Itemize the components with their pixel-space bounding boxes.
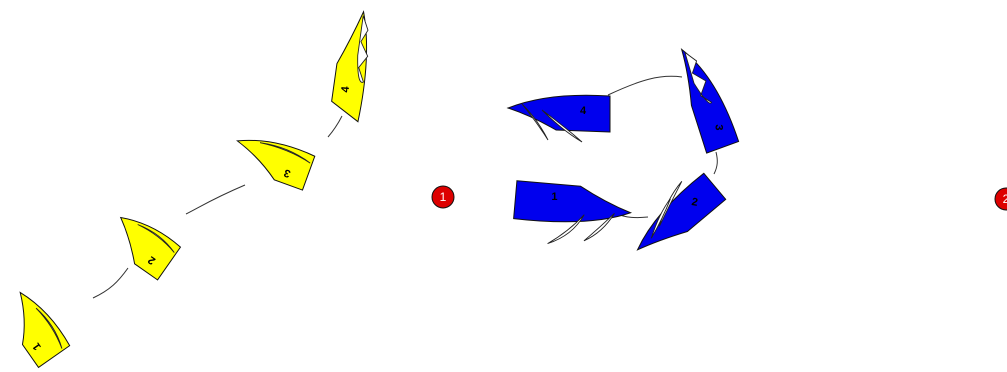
blue-boat-1: 1 — [512, 181, 633, 251]
yellow-boat-3: 3 — [229, 129, 315, 190]
yellow-line-2-3 — [186, 185, 245, 214]
yellow-boat-1: 1 — [0, 286, 70, 367]
connector-lines — [93, 76, 717, 298]
yellow-line-3-4 — [328, 116, 342, 137]
blue-boat-2: 2 — [622, 167, 726, 263]
yellow-boat-3-hull — [229, 129, 315, 190]
yellow-boat-2: 2 — [103, 209, 181, 280]
blue-boat-4-hull — [508, 95, 610, 132]
yellow-boat-4: 4 — [330, 10, 371, 122]
blue-boat-3-label: 3 — [712, 124, 724, 130]
yellow-boat-1-hull — [0, 286, 70, 367]
yellow-line-1-2 — [93, 268, 128, 298]
blue-boat-3: 3 — [670, 42, 738, 153]
mark-1-label: 1 — [440, 190, 447, 204]
mark-2: 2 — [995, 188, 1007, 210]
blue-boat-2-hull — [627, 173, 726, 263]
blue-line-4-3 — [608, 76, 682, 95]
blue-line-3-2 — [714, 152, 717, 174]
blue-boat-3-hull — [670, 42, 738, 153]
blue-boat-1-hull — [514, 181, 633, 229]
yellow-boat-2-hull — [103, 209, 181, 280]
mark-1: 1 — [432, 186, 454, 208]
blue-boat-4-label: 4 — [580, 105, 587, 117]
mark-2-label: 2 — [1003, 192, 1007, 206]
blue-boat-4: 4 — [508, 95, 610, 142]
blue-boat-1-label: 1 — [551, 191, 557, 203]
blue-line-2-1 — [620, 215, 648, 218]
